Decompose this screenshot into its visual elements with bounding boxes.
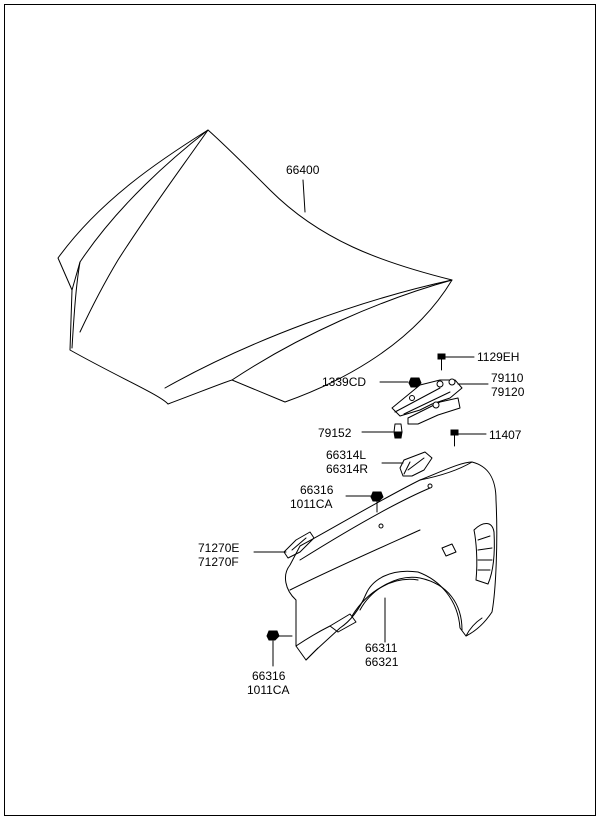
hinge-nut-part[interactable] [408, 377, 422, 388]
fender-bracket-part[interactable] [399, 451, 433, 477]
label-upper-bolt-a: 66316 [300, 483, 334, 497]
lower-bolt-part[interactable] [266, 630, 293, 641]
label-fender-rh: 66321 [365, 655, 399, 669]
label-lower-bolt-b: 1011CA [247, 683, 289, 697]
label-fender-lh: 66311 [365, 641, 398, 655]
label-hinge-lh: 79110 [491, 371, 524, 385]
diagram-border [4, 4, 596, 816]
hinge-part[interactable] [391, 378, 463, 425]
label-hinge-clip: 79152 [318, 426, 352, 440]
label-hinge-bolt: 1129EH [477, 350, 519, 364]
label-hood: 66400 [286, 163, 320, 177]
label-lower-bolt-a: 66316 [252, 669, 286, 683]
label-fender-screw: 11407 [489, 428, 522, 442]
label-cover-f: 71270F [198, 555, 239, 569]
label-hinge-nut: 1339CD [322, 375, 366, 389]
label-bracket-l: 66314L [326, 448, 366, 462]
fender-screw-part[interactable] [450, 429, 459, 447]
leader-lines [253, 179, 489, 667]
hinge-bolt-part[interactable] [437, 353, 446, 371]
label-cover-e: 71270E [198, 541, 239, 555]
label-upper-bolt-b: 1011CA [290, 497, 332, 511]
fender-part[interactable] [284, 461, 498, 661]
label-hinge-rh: 79120 [491, 385, 525, 399]
hinge-clip-part[interactable] [393, 423, 403, 439]
label-bracket-r: 66314R [326, 462, 368, 476]
upper-bolt-part[interactable] [370, 491, 384, 513]
hood-part[interactable] [57, 129, 453, 405]
